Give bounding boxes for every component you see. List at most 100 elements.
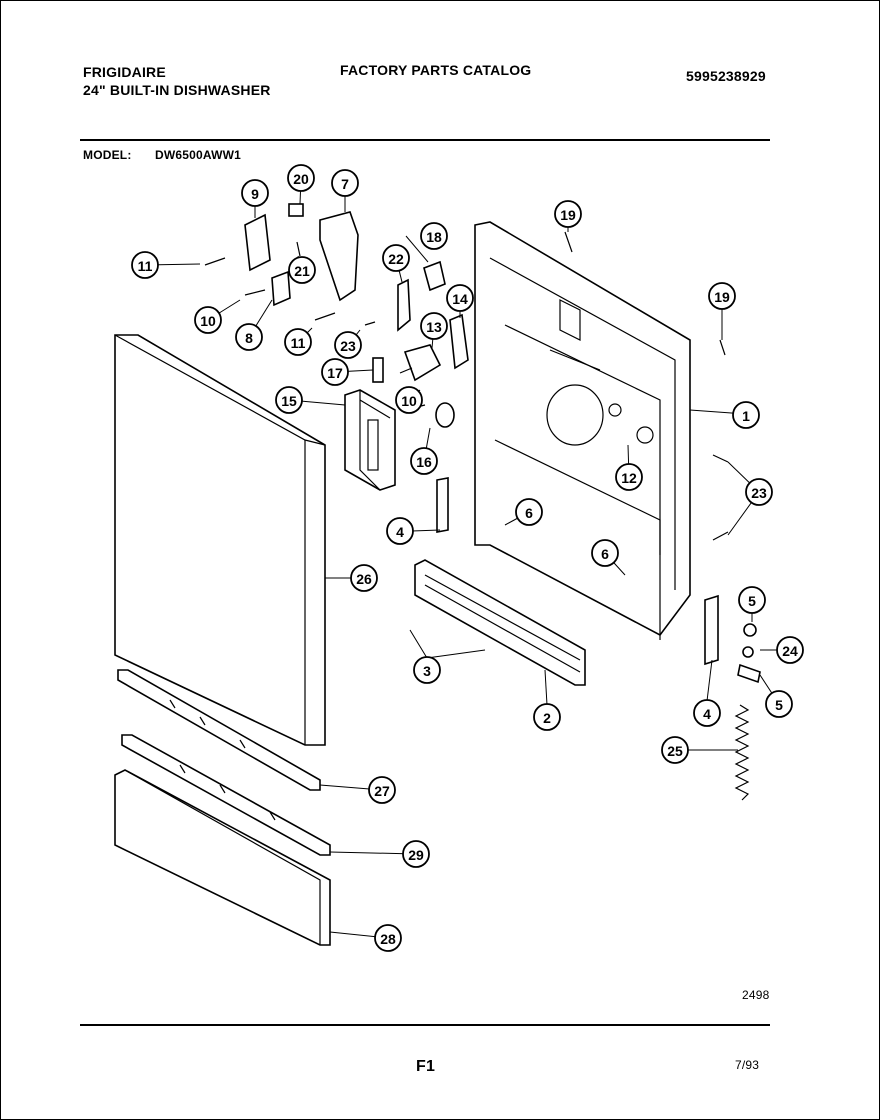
drawing-code: 2498 [742,988,770,1002]
callout-circle [235,323,263,351]
callout-number: 3 [423,663,431,679]
toe-panel-bracket [121,734,331,856]
callout-circle [288,256,316,284]
callout-c27: 27 [368,776,396,804]
callout-c29: 29 [402,840,430,868]
callout-number: 29 [408,847,424,863]
callout-c19b: 19 [708,282,736,310]
callout-circle [368,776,396,804]
callout-c5a: 5 [738,586,766,614]
callout-c4b: 4 [693,699,721,727]
callout-circle [515,498,543,526]
header-rule [80,139,770,141]
toe-panel [114,769,331,946]
callout-circle [591,539,619,567]
callout-circle [284,328,312,356]
callout-c1: 1 [732,401,760,429]
callout-number: 6 [525,505,533,521]
callout-circle [382,244,410,272]
callout-number: 23 [340,338,356,354]
callout-number: 19 [560,207,576,223]
callout-c18: 18 [420,222,448,250]
callout-circle [661,736,689,764]
callout-number: 24 [782,643,798,659]
callout-c20: 20 [287,164,315,192]
callout-c2: 2 [533,703,561,731]
callout-number: 15 [281,393,297,409]
lower-rail [414,559,586,686]
callout-number: 16 [416,454,432,470]
callout-number: 5 [748,593,756,609]
callout-c26: 26 [350,564,378,592]
inner-door-liner [474,221,691,640]
callout-circle [738,586,766,614]
callout-circle [533,703,561,731]
callout-circle [420,222,448,250]
callout-number: 11 [138,258,153,274]
callout-c12: 12 [615,463,643,491]
callout-circle [402,840,430,868]
callout-circle [420,312,448,340]
callout-c8: 8 [235,323,263,351]
callout-circle [554,200,582,228]
callout-circle [765,690,793,718]
callout-number: 22 [388,251,404,267]
callout-c22: 22 [382,244,410,272]
callout-circle [413,656,441,684]
callout-number: 9 [251,186,259,202]
callout-circle [732,401,760,429]
callout-number: 18 [426,229,442,245]
callout-c21: 21 [288,256,316,284]
callout-number: 20 [293,171,309,187]
callout-circle [131,251,159,279]
callout-circle [275,386,303,414]
callout-number: 1 [742,408,750,424]
callout-number: 17 [327,365,343,381]
product-label: 24" BUILT-IN DISHWASHER [83,82,271,98]
callout-number: 27 [374,783,390,799]
callout-c11a: 11 [131,251,159,279]
callout-circle [331,169,359,197]
callout-c3: 3 [413,656,441,684]
date-label: 7/93 [735,1058,760,1072]
model-value: DW6500AWW1 [155,148,242,162]
callout-circle [410,447,438,475]
callout-c7: 7 [331,169,359,197]
callout-number: 26 [356,571,372,587]
small-parts [288,203,761,684]
callout-c24: 24 [776,636,804,664]
callout-c9: 9 [241,179,269,207]
catalog-number: 5995238929 [686,68,766,84]
callout-c23b: 23 [745,478,773,506]
outer-door-panel [114,334,326,746]
callout-number: 2 [543,710,551,726]
model-label: MODEL: [83,148,132,162]
callout-number: 10 [401,393,417,409]
callout-c28: 28 [374,924,402,952]
catalog-title: FACTORY PARTS CATALOG [340,62,532,78]
screws [204,231,729,541]
callout-number: 8 [245,330,253,346]
callout-c15: 15 [275,386,303,414]
callout-circle [615,463,643,491]
callout-circle [693,699,721,727]
door-bottom-bracket [117,669,321,791]
callout-circle [708,282,736,310]
hinge-bracket [244,213,291,307]
switch-bracket [319,211,359,302]
callout-c19a: 19 [554,200,582,228]
callout-circle [395,386,423,414]
callout-circle [334,331,362,359]
callout-circle [194,306,222,334]
callout-layer: 1234455667891010111112131415161718191920… [131,164,804,952]
callout-c14: 14 [446,284,474,312]
callout-c10a: 10 [194,306,222,334]
callout-number: 10 [200,313,216,329]
callout-c11b: 11 [284,328,312,356]
callout-number: 5 [775,697,783,713]
callout-circle [776,636,804,664]
callout-c17: 17 [321,358,349,386]
callout-number: 4 [396,524,404,540]
callout-c5b: 5 [765,690,793,718]
brand-label: FRIGIDAIRE [83,64,166,80]
